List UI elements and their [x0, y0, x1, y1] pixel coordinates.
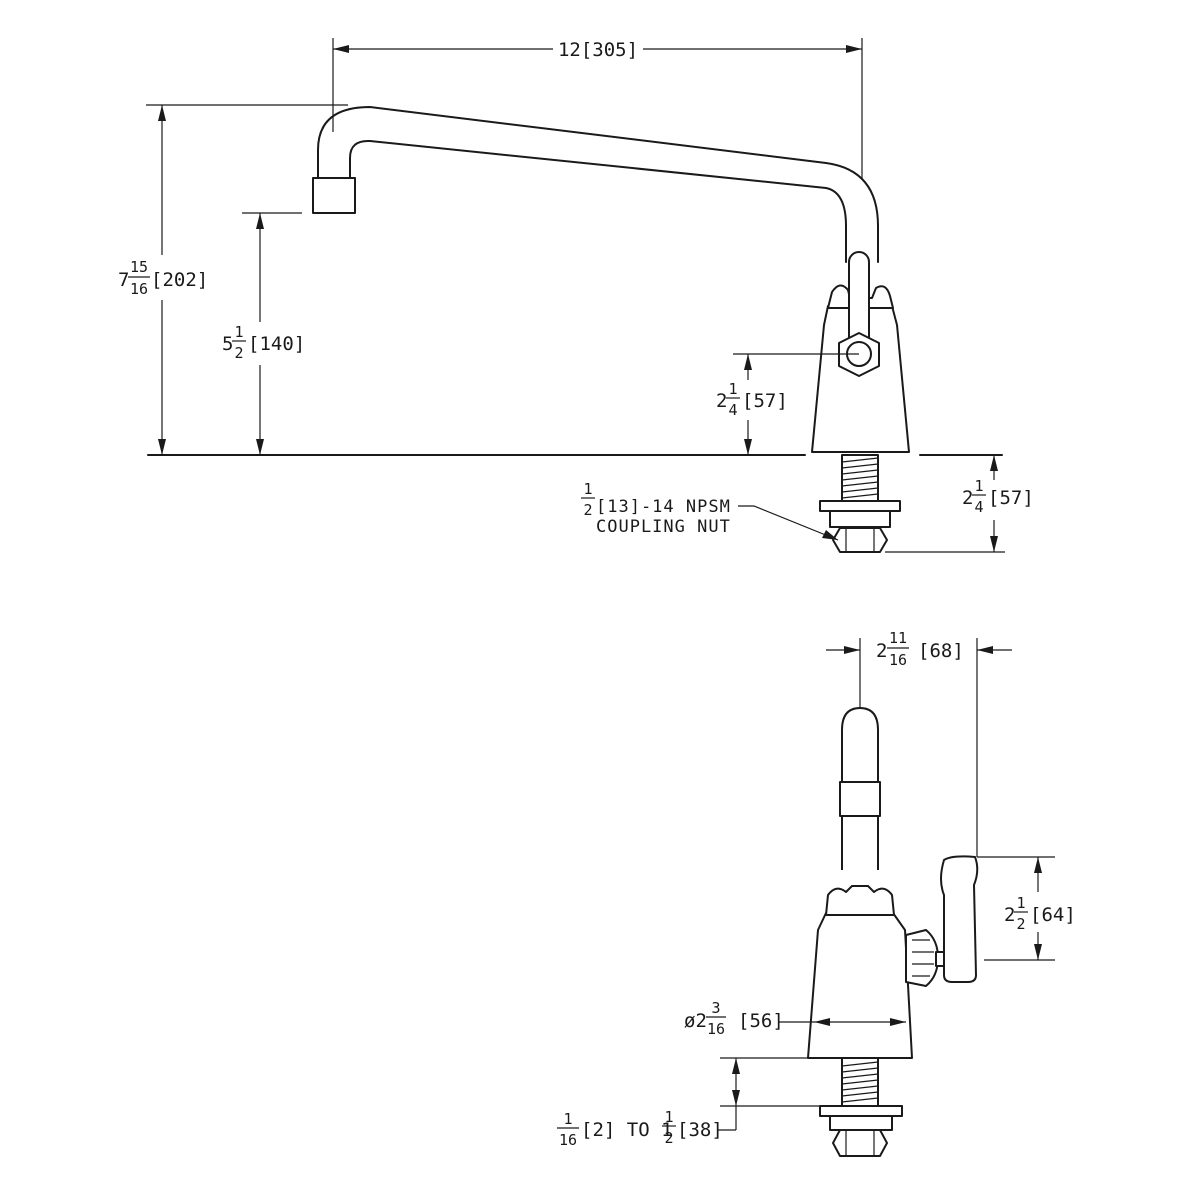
coupling-nut-callout: 1 2 [13]-14 NPSM COUPLING NUT: [581, 480, 839, 541]
svg-text:2: 2: [716, 390, 727, 412]
svg-text:1: 1: [234, 323, 243, 341]
svg-text:2: 2: [664, 1129, 673, 1147]
lever-handle-front: [940, 855, 979, 983]
dim-overall-height: 7 15 16 [202]: [118, 104, 348, 455]
side-view: 12[305] 7 15 16 [202] 5 1 2 [140]: [118, 38, 1034, 553]
spout: [312, 106, 879, 263]
locknut: [819, 500, 901, 512]
aerator: [312, 177, 356, 214]
washer: [829, 510, 891, 528]
svg-text:2: 2: [583, 501, 592, 519]
svg-text:[2] TO 1: [2] TO 1: [581, 1119, 673, 1141]
dim-handle-offset-label: [68]: [918, 640, 964, 662]
dim-shank-length: 2 1 4 [57]: [885, 455, 1034, 553]
svg-text:16: 16: [889, 651, 907, 669]
handle-hub-front: [905, 929, 939, 987]
dim-spout-reach-label: 12[305]: [558, 39, 638, 61]
svg-text:2: 2: [1004, 904, 1015, 926]
svg-text:5: 5: [222, 333, 233, 355]
svg-text:2: 2: [962, 487, 973, 509]
dim-handle-height-label: [57]: [742, 390, 788, 412]
collar: [827, 284, 894, 309]
dim-deck-range-label: [38]: [677, 1119, 723, 1141]
dim-spout-reach: 12[305]: [332, 38, 863, 180]
dim-handle-height: 2 1 4 [57]: [716, 353, 859, 455]
svg-text:16: 16: [707, 1020, 725, 1038]
svg-text:1: 1: [664, 1108, 673, 1126]
svg-text:7: 7: [118, 269, 129, 291]
coupling-nut: [832, 527, 888, 553]
dim-deck-range: 1 16 [2] TO 1 1 2 [38]: [557, 1057, 842, 1149]
svg-text:11: 11: [889, 629, 907, 647]
svg-text:2: 2: [876, 640, 887, 662]
coupling-nut-spec: [13]-14 NPSM: [596, 497, 731, 517]
dim-overall-height-label: [202]: [151, 269, 208, 291]
front-view: 2 11 16 [68] 2 1 2 [64] ø2 3: [557, 629, 1076, 1157]
shank-assembly: [819, 454, 901, 553]
locknut-front: [819, 1105, 903, 1117]
dim-outlet-height: 5 1 2 [140]: [222, 212, 305, 455]
dim-handle-length: 2 1 2 [64]: [977, 856, 1076, 961]
dim-body-diameter: ø2 3 16 [56]: [684, 999, 906, 1038]
body-front: [807, 912, 913, 1059]
svg-text:1: 1: [563, 1110, 572, 1128]
svg-text:1: 1: [583, 480, 592, 498]
dim-handle-length-label: [64]: [1030, 904, 1076, 926]
coupling-nut-front: [832, 1129, 888, 1157]
svg-text:4: 4: [974, 498, 983, 516]
svg-text:1: 1: [974, 477, 983, 495]
svg-text:4: 4: [728, 401, 737, 419]
dim-handle-offset: 2 11 16 [68]: [826, 629, 1012, 857]
dim-shank-length-label: [57]: [988, 487, 1034, 509]
faucet-body: [811, 251, 910, 453]
svg-text:16: 16: [130, 280, 148, 298]
svg-text:1: 1: [1016, 894, 1025, 912]
svg-text:16: 16: [559, 1131, 577, 1149]
svg-text:2: 2: [1016, 915, 1025, 933]
swivel-ring: [839, 781, 881, 817]
svg-text:1: 1: [728, 380, 737, 398]
svg-text:ø2: ø2: [684, 1010, 707, 1032]
dim-body-diameter-label: [56]: [738, 1010, 784, 1032]
collar-front: [825, 885, 895, 916]
svg-text:2: 2: [234, 344, 243, 362]
spout-front: [839, 707, 881, 870]
coupling-nut-label: COUPLING NUT: [596, 517, 731, 537]
svg-text:3: 3: [711, 999, 720, 1017]
svg-text:15: 15: [130, 258, 148, 276]
dim-outlet-height-label: [140]: [248, 333, 305, 355]
